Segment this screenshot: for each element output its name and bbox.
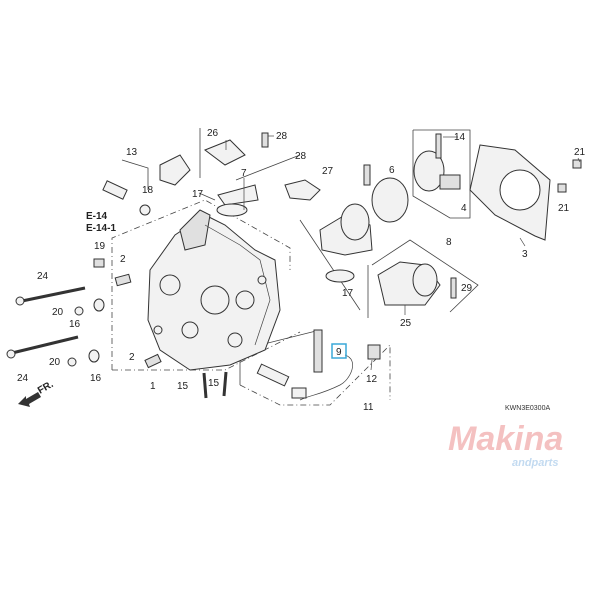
label-2b: 2 bbox=[129, 352, 135, 363]
upper-parts bbox=[102, 132, 371, 217]
stud-bolts bbox=[6, 258, 228, 399]
label-15: 15 bbox=[177, 381, 189, 392]
ref-e14: E-14 bbox=[86, 211, 108, 222]
label-9[interactable]: 9 bbox=[336, 347, 342, 358]
label-29: 29 bbox=[461, 283, 473, 294]
label-20b: 20 bbox=[49, 357, 61, 368]
watermark-brand: Makina bbox=[448, 420, 563, 458]
label-17: 17 bbox=[192, 189, 204, 200]
label-21: 21 bbox=[574, 147, 586, 158]
label-15b: 15 bbox=[208, 378, 220, 389]
label-28b: 28 bbox=[295, 151, 307, 162]
label-19: 19 bbox=[94, 241, 106, 252]
label-3: 3 bbox=[522, 249, 528, 260]
label-4: 4 bbox=[461, 203, 467, 214]
part-labels: 26 28 13 18 17 7 19 2 24 20 16 2 24 20 1… bbox=[17, 128, 586, 413]
fr-label: FR. bbox=[36, 379, 56, 397]
label-14: 14 bbox=[454, 132, 466, 143]
label-16: 16 bbox=[69, 319, 81, 330]
label-6: 6 bbox=[389, 165, 395, 176]
label-24b: 24 bbox=[17, 373, 29, 384]
intake-parts bbox=[319, 133, 461, 306]
label-21b: 21 bbox=[558, 203, 570, 214]
label-2: 2 bbox=[120, 254, 126, 265]
label-27: 27 bbox=[322, 166, 334, 177]
label-7: 7 bbox=[241, 168, 247, 179]
arrow-icon bbox=[18, 392, 41, 407]
diagram-code: KWN3E0300A bbox=[505, 405, 550, 412]
spark-plug-and-cap bbox=[256, 329, 381, 401]
label-25: 25 bbox=[400, 318, 412, 329]
watermark-logo: Makina andparts bbox=[448, 420, 563, 469]
label-16b: 16 bbox=[90, 373, 102, 384]
cylinder-gasket bbox=[469, 144, 582, 241]
leader-lines bbox=[198, 135, 581, 371]
watermark-sub: andparts bbox=[512, 457, 558, 469]
label-11: 11 bbox=[363, 402, 374, 413]
label-1: 1 bbox=[150, 381, 156, 392]
ref-e14-1: E-14-1 bbox=[86, 223, 116, 234]
label-26: 26 bbox=[207, 128, 219, 139]
label-20: 20 bbox=[52, 307, 64, 318]
label-18: 18 bbox=[142, 185, 154, 196]
label-8: 8 bbox=[446, 237, 452, 248]
label-13: 13 bbox=[126, 147, 138, 158]
label-17b: 17 bbox=[342, 288, 354, 299]
highlight-box bbox=[331, 343, 347, 359]
label-28: 28 bbox=[276, 131, 288, 142]
label-24: 24 bbox=[37, 271, 49, 282]
group-outlines bbox=[111, 128, 479, 406]
label-12: 12 bbox=[366, 374, 378, 385]
cylinder-head bbox=[147, 209, 281, 371]
